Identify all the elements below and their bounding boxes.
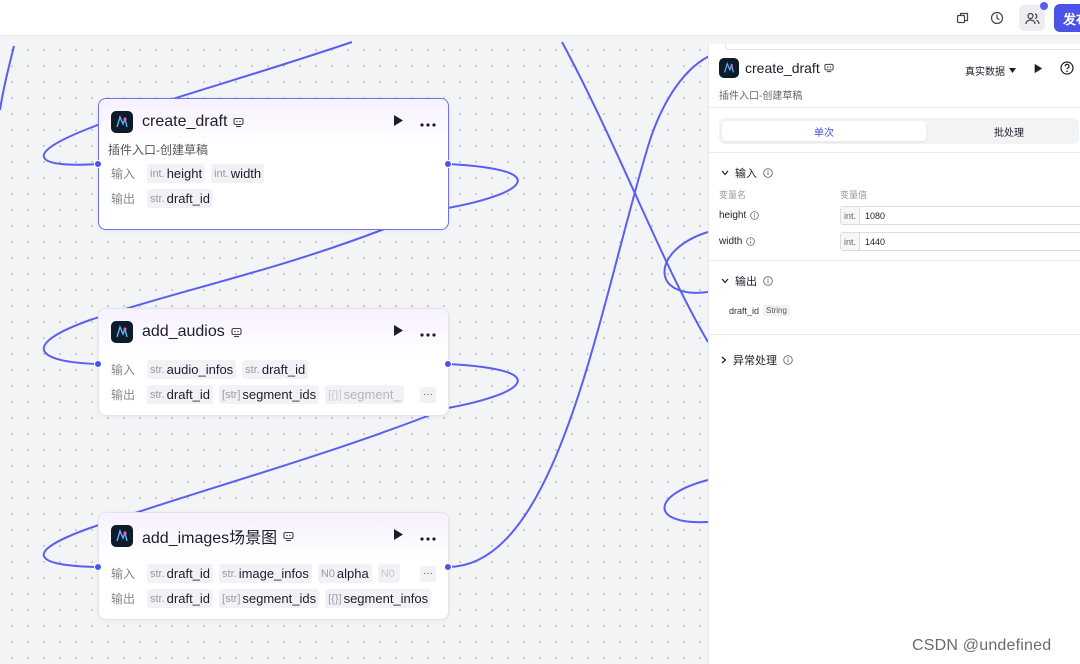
field-label-width: width [719,236,756,247]
run-mode-tabs: 单次 批处理 [719,118,1079,144]
plugin-logo-icon [719,58,739,78]
run-node-icon[interactable] [392,114,404,130]
node-description: 插件入口-创建草稿 [108,143,208,157]
run-node-icon[interactable] [392,324,404,340]
plugin-tag-icon [231,327,242,338]
column-header-value: 变量值 [840,190,868,200]
info-icon [746,237,756,246]
help-icon[interactable] [1060,61,1074,78]
node-title: add_images场景图 [142,530,278,547]
input-section-header[interactable]: 输入 [721,165,773,181]
run-test-icon[interactable] [1033,62,1043,77]
input-chip: str.draft_id [147,564,214,583]
output-chip: [{}]segment_ [325,385,404,404]
output-chip: [{}]segment_infos [325,589,432,608]
divider [709,260,1080,261]
field-label-height: height [719,210,760,221]
notification-badge [1040,2,1048,10]
output-port[interactable] [444,360,452,368]
chevron-down-icon [721,170,729,176]
input-chip: int.height [147,164,206,183]
plugin-logo-icon [111,525,133,547]
input-chip: str.image_infos [219,564,312,583]
panel-top-edge [725,44,1080,50]
plugin-logo-icon [111,321,133,343]
node-inputs: 输入 int.height int.width [99,161,448,186]
input-chip: str.audio_infos [147,360,237,379]
panel-title: create_draft [745,60,820,76]
more-options-icon[interactable] [420,115,436,130]
column-header-name: 变量名 [719,190,747,200]
run-node-icon[interactable] [392,528,404,544]
height-input[interactable]: int. 1080 [840,206,1080,225]
width-input[interactable]: int. 1440 [840,232,1080,251]
more-inputs-icon[interactable]: ··· [420,565,436,582]
output-chip: str.draft_id [147,189,214,208]
info-icon [750,211,760,220]
output-port[interactable] [444,160,452,168]
chevron-right-icon [721,356,727,364]
plugin-logo-icon [111,111,133,133]
input-port[interactable] [94,563,102,571]
output-chip: str.draft_id [147,589,214,608]
divider [709,334,1080,335]
input-port[interactable] [94,160,102,168]
node-create-draft[interactable]: create_draft 插件入口-创建草稿 输入 int.height int… [98,98,449,230]
input-port[interactable] [94,360,102,368]
input-chip: int.width [211,164,265,183]
node-title: add_audios [142,323,225,340]
output-chip: [str]segment_ids [219,385,320,404]
node-add-audios[interactable]: add_audios 输入 str.audio_infos str.draft_… [98,308,449,416]
error-handling-section-header[interactable]: 异常处理 [721,352,793,368]
divider [709,152,1080,153]
info-icon [763,276,773,286]
input-chip: N0 [377,564,400,583]
tab-single[interactable]: 单次 [722,121,926,141]
more-options-icon[interactable] [420,529,436,544]
node-outputs: 输出 str.draft_id [str]segment_ids [{}]seg… [99,382,448,407]
more-options-icon[interactable] [420,325,436,340]
output-section-header[interactable]: 输出 [721,273,773,289]
output-port[interactable] [444,563,452,571]
publish-button[interactable]: 发布 [1054,4,1080,32]
tab-batch[interactable]: 批处理 [994,127,1024,139]
node-outputs: 输出 str.draft_id [str]segment_ids [{}]seg… [99,586,448,611]
divider [709,107,1080,108]
output-chip: str.draft_id [147,385,214,404]
info-icon [783,355,793,365]
input-chip: str.draft_id [242,360,309,379]
data-mode-select[interactable]: 真实数据 [965,63,1016,78]
copy-icon[interactable] [949,5,975,31]
chevron-down-icon [721,278,729,284]
plugin-tag-icon [283,531,294,542]
panel-header: create_draft [719,58,834,78]
info-icon [763,168,773,178]
plugin-tag-icon [233,117,244,128]
watermark: CSDN @undefined [912,637,1052,654]
output-chip: [str]segment_ids [219,589,320,608]
type-tag: String [763,305,790,316]
more-outputs-icon[interactable]: ··· [420,386,436,403]
history-icon[interactable] [984,5,1010,31]
node-title: create_draft [142,113,228,130]
top-bar: 发布 [0,0,1080,36]
node-outputs: 输出 str.draft_id [99,186,448,211]
test-run-panel: create_draft 插件入口-创建草稿 真实数据 单次 批处理 输入 变量… [708,44,1080,664]
output-field-draft-id: draft_id String [729,305,790,316]
node-inputs: 输入 str.audio_infos str.draft_id [99,357,448,382]
collaborators-icon[interactable] [1019,2,1048,31]
caret-down-icon [1009,68,1016,73]
panel-description: 插件入口-创建草稿 [719,91,803,102]
node-add-images[interactable]: add_images场景图 输入 str.draft_id str.image_… [98,512,449,620]
plugin-tag-icon [824,63,834,73]
